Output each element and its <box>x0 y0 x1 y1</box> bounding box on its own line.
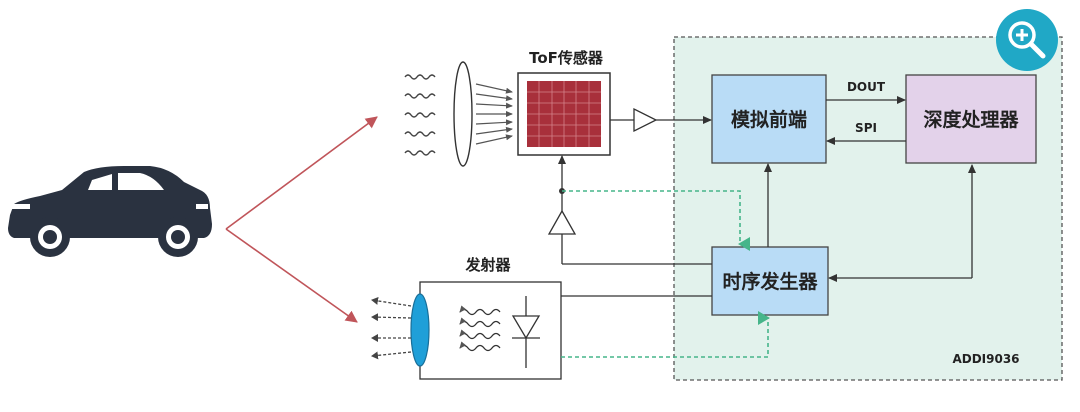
laser-diode-symbol <box>511 296 541 368</box>
analog-frontend-label: 模拟前端 <box>731 108 807 131</box>
emitter-label: 发射器 <box>464 256 511 274</box>
car-icon <box>8 166 212 257</box>
reflection-ray-down <box>225 228 358 323</box>
timing-generator-block <box>711 246 829 316</box>
reflection-ray-up <box>225 116 378 230</box>
emitter-lens <box>410 293 430 367</box>
zoom-in-icon[interactable] <box>996 9 1058 71</box>
analog-frontend-block <box>711 74 827 164</box>
emitter-feedback-dashed <box>561 311 770 358</box>
sensor-feedback-dashed <box>562 190 750 251</box>
pixel-grid-lines <box>527 81 601 147</box>
focused-light-arrows <box>475 83 513 145</box>
emitter-light-waves <box>459 305 501 352</box>
tof-sensor-label: ToF传感器 <box>529 49 604 67</box>
sensor-driver-triangle <box>547 209 577 235</box>
output-buffer-triangle <box>633 107 658 133</box>
timing-generator-label: 时序发生器 <box>722 270 818 293</box>
depth-processor-block <box>905 74 1037 164</box>
chip-name-label: ADDI9036 <box>952 352 1019 366</box>
depth-processor-label: 深度处理器 <box>923 108 1019 131</box>
receiver-lens <box>453 61 473 167</box>
spi-label: SPI <box>855 121 877 135</box>
dout-label: DOUT <box>847 80 886 94</box>
incoming-light-waves <box>404 74 436 156</box>
emitted-light-arrows <box>371 296 412 360</box>
emitter-housing <box>419 281 562 380</box>
